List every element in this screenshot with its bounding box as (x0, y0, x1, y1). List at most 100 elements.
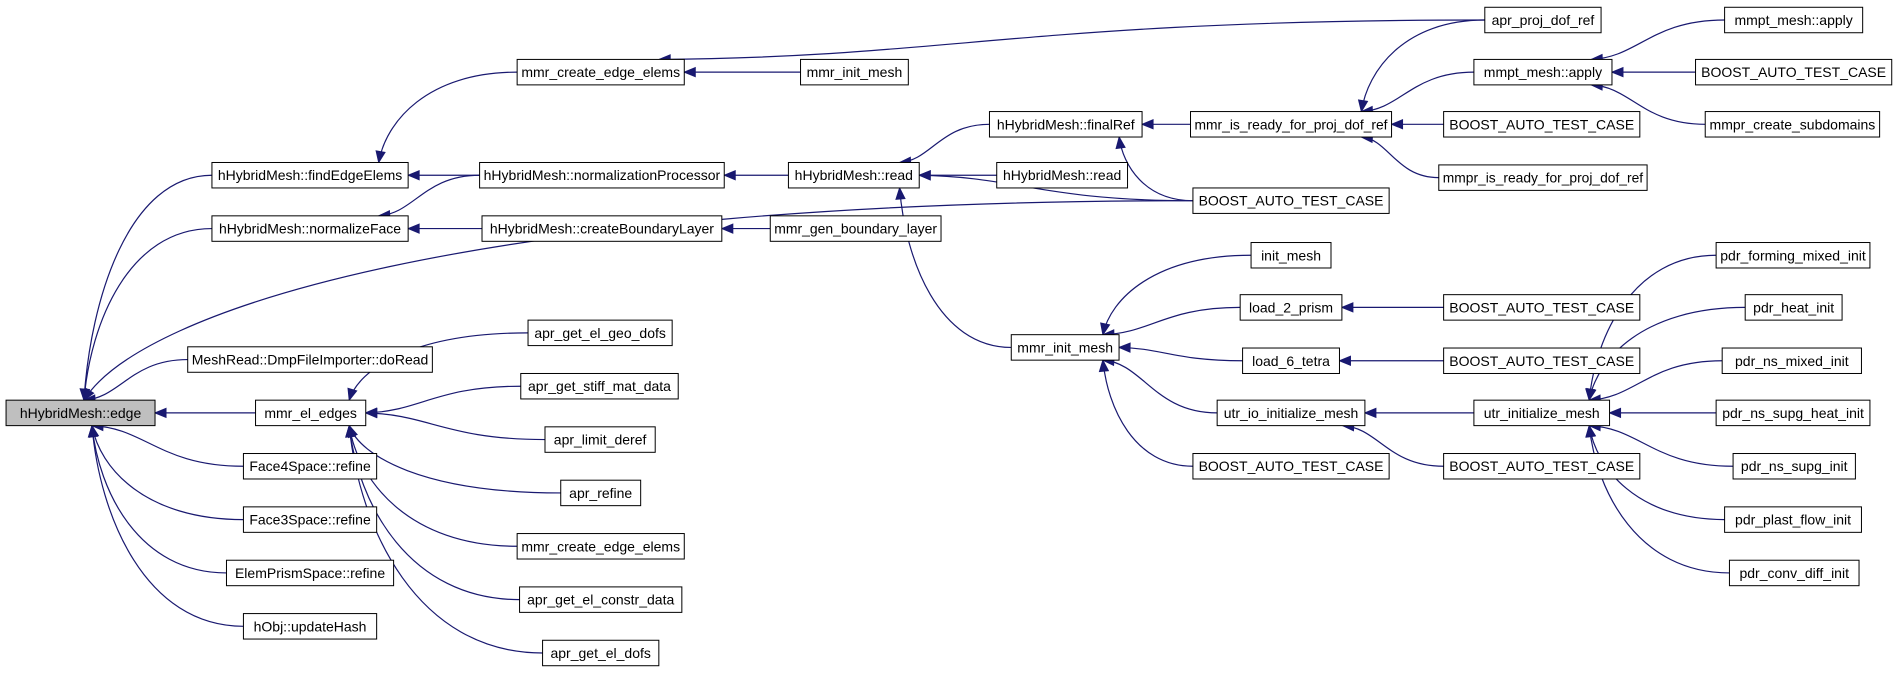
edge-mmr-el-edges-to-stiff (364, 385, 521, 418)
arrowhead-icon (153, 407, 167, 419)
arrowhead-icon (1100, 322, 1111, 336)
node-prism[interactable]: ElemPrismSpace::refine (225, 559, 395, 587)
edge-root-to-mmr-el-edges (153, 407, 256, 419)
node-mmr-init-mesh-2[interactable]: mmr_init_mesh (1010, 334, 1120, 361)
edge-line (365, 412, 545, 441)
node-refine[interactable]: apr_refine (560, 479, 642, 507)
node-label: hHybridMesh::findEdgeElems (218, 167, 402, 183)
node-boost-c[interactable]: BOOST_AUTO_TEST_CASE (1443, 111, 1641, 138)
edge-line (91, 425, 244, 467)
node-label: mmpr_is_ready_for_proj_dof_ref (1443, 170, 1643, 186)
node-mmpt-apply-2[interactable]: mmpt_mesh::apply (1724, 6, 1864, 34)
node-load2[interactable]: load_2_prism (1239, 294, 1343, 321)
node-box (1443, 111, 1641, 138)
node-geo-dofs[interactable]: apr_get_el_geo_dofs (527, 319, 673, 347)
edge-mmr-init-mesh-2-to-load6 (1117, 342, 1243, 362)
node-label: apr_get_el_constr_data (527, 592, 674, 608)
node-findEdgeElems[interactable]: hHybridMesh::findEdgeElems (211, 161, 409, 189)
arrowhead-icon (720, 223, 734, 234)
node-box (1715, 242, 1871, 269)
node-boost-a[interactable]: BOOST_AUTO_TEST_CASE (1192, 453, 1390, 480)
arrowhead-icon (1340, 302, 1354, 313)
node-label: hHybridMesh::normalizationProcessor (484, 167, 721, 183)
node-pdr-heat[interactable]: pdr_heat_init (1744, 294, 1843, 321)
node-mmr-el-edges[interactable]: mmr_el_edges (255, 399, 367, 427)
edge-line (378, 71, 518, 163)
node-boost-e[interactable]: BOOST_AUTO_TEST_CASE (1443, 347, 1641, 374)
node-mmr-create-edge-elems-1[interactable]: mmr_create_edge_elems (516, 58, 685, 86)
node-mmpr-sub[interactable]: mmpr_create_subdomains (1704, 111, 1881, 138)
node-pdr-forming[interactable]: pdr_forming_mixed_init (1715, 242, 1871, 269)
node-boost-f[interactable]: BOOST_AUTO_TEST_CASE (1443, 453, 1641, 480)
node-utr-io[interactable]: utr_io_initialize_mesh (1216, 399, 1366, 427)
edge-mmr-el-edges-to-refine (348, 424, 561, 494)
node-mmr-gen-bl[interactable]: mmr_gen_boundary_layer (769, 215, 942, 242)
node-doRead[interactable]: MeshRead::DmpFileImporter::doRead (187, 346, 433, 373)
arrowhead-icon (1338, 355, 1351, 366)
node-init-mesh[interactable]: init_mesh (1250, 242, 1332, 269)
node-pdr-conv[interactable]: pdr_conv_diff_init (1728, 559, 1860, 587)
node-label: pdr_ns_mixed_init (1735, 353, 1849, 369)
edge-utr-init-to-pdr-heat (1586, 306, 1746, 402)
edge-root-to-hobj (87, 424, 244, 627)
edge-line (1591, 19, 1725, 61)
node-constr[interactable]: apr_get_el_constr_data (519, 586, 683, 613)
edge-mmr-create-edge-elems-1-to-mmr-init-mesh-1 (682, 66, 801, 78)
node-createBL[interactable]: hHybridMesh::createBoundaryLayer (481, 215, 723, 242)
node-load6[interactable]: load_6_tetra (1242, 347, 1340, 374)
node-box (1250, 242, 1332, 269)
node-finalRef[interactable]: hHybridMesh::finalRef (988, 111, 1143, 138)
edge-mmr-init-mesh-2-to-boost-a (1098, 358, 1193, 467)
node-box (527, 319, 673, 347)
node-label: pdr_ns_supg_heat_init (1722, 405, 1864, 421)
node-box (542, 639, 660, 667)
node-box (211, 215, 409, 242)
node-box (242, 453, 378, 480)
node-el-dofs[interactable]: apr_get_el_dofs (542, 639, 660, 667)
node-face3[interactable]: Face3Space::refine (242, 506, 378, 533)
node-limit[interactable]: apr_limit_deref (544, 426, 656, 453)
node-pdr-ns-supg-heat[interactable]: pdr_ns_supg_heat_init (1715, 399, 1871, 427)
node-box (1728, 559, 1860, 587)
node-mmr-create-edge-elems-2[interactable]: mmr_create_edge_elems (516, 533, 685, 560)
edge-line (1588, 425, 1725, 521)
node-apr-proj[interactable]: apr_proj_dof_ref (1484, 6, 1602, 34)
node-label: pdr_heat_init (1753, 299, 1834, 315)
node-label: apr_get_el_dofs (550, 645, 650, 661)
node-boost-b[interactable]: BOOST_AUTO_TEST_CASE (1192, 187, 1390, 214)
node-pdr-ns-supg[interactable]: pdr_ns_supg_init (1732, 453, 1856, 480)
edge-mmr-init-mesh-2-to-init-mesh (1100, 254, 1252, 336)
node-stiff[interactable]: apr_get_stiff_mat_data (520, 372, 679, 400)
edge-mmpt-apply-1-to-mmpt-apply-2 (1589, 19, 1725, 65)
node-mmr-init-mesh-1[interactable]: mmr_init_mesh (800, 58, 909, 86)
edge-read1-to-mmr-init-mesh-2 (895, 186, 1012, 349)
node-is-ready[interactable]: mmr_is_ready_for_proj_dof_ref (1190, 111, 1393, 138)
node-hobj[interactable]: hObj::updateHash (242, 613, 378, 640)
node-box (560, 479, 642, 507)
node-label: ElemPrismSpace::refine (235, 565, 385, 581)
node-face4[interactable]: Face4Space::refine (242, 453, 378, 480)
node-box (1724, 506, 1862, 533)
arrowhead-icon (1098, 358, 1110, 373)
node-read2[interactable]: hHybridMesh::read (996, 161, 1129, 189)
node-pdr-plast[interactable]: pdr_plast_flow_init (1724, 506, 1862, 533)
edge-normProc-to-read1 (722, 169, 789, 181)
arrowhead-icon (347, 387, 358, 402)
node-root[interactable]: hHybridMesh::edge (5, 399, 156, 427)
node-normProc[interactable]: hHybridMesh::normalizationProcessor (479, 161, 725, 189)
arrowhead-icon (1610, 66, 1624, 78)
edge-line (899, 187, 1012, 349)
node-boost-d[interactable]: BOOST_AUTO_TEST_CASE (1443, 294, 1641, 321)
edge-line (1118, 136, 1193, 202)
node-read1[interactable]: hHybridMesh::read (787, 161, 920, 189)
edge-line (659, 19, 1485, 61)
node-boost-g[interactable]: BOOST_AUTO_TEST_CASE (1695, 58, 1893, 86)
node-normalizeFace[interactable]: hHybridMesh::normalizeFace (211, 215, 409, 242)
node-pdr-ns-mixed[interactable]: pdr_ns_mixed_init (1721, 347, 1862, 374)
node-mmpr-ready[interactable]: mmpr_is_ready_for_proj_dof_ref (1438, 164, 1648, 191)
node-mmpt-apply-1[interactable]: mmpt_mesh::apply (1473, 58, 1613, 86)
node-label: mmr_gen_boundary_layer (774, 221, 937, 237)
node-utr-init[interactable]: utr_initialize_mesh (1473, 399, 1611, 427)
node-box (1192, 187, 1390, 214)
arrowhead-icon (1586, 387, 1597, 402)
